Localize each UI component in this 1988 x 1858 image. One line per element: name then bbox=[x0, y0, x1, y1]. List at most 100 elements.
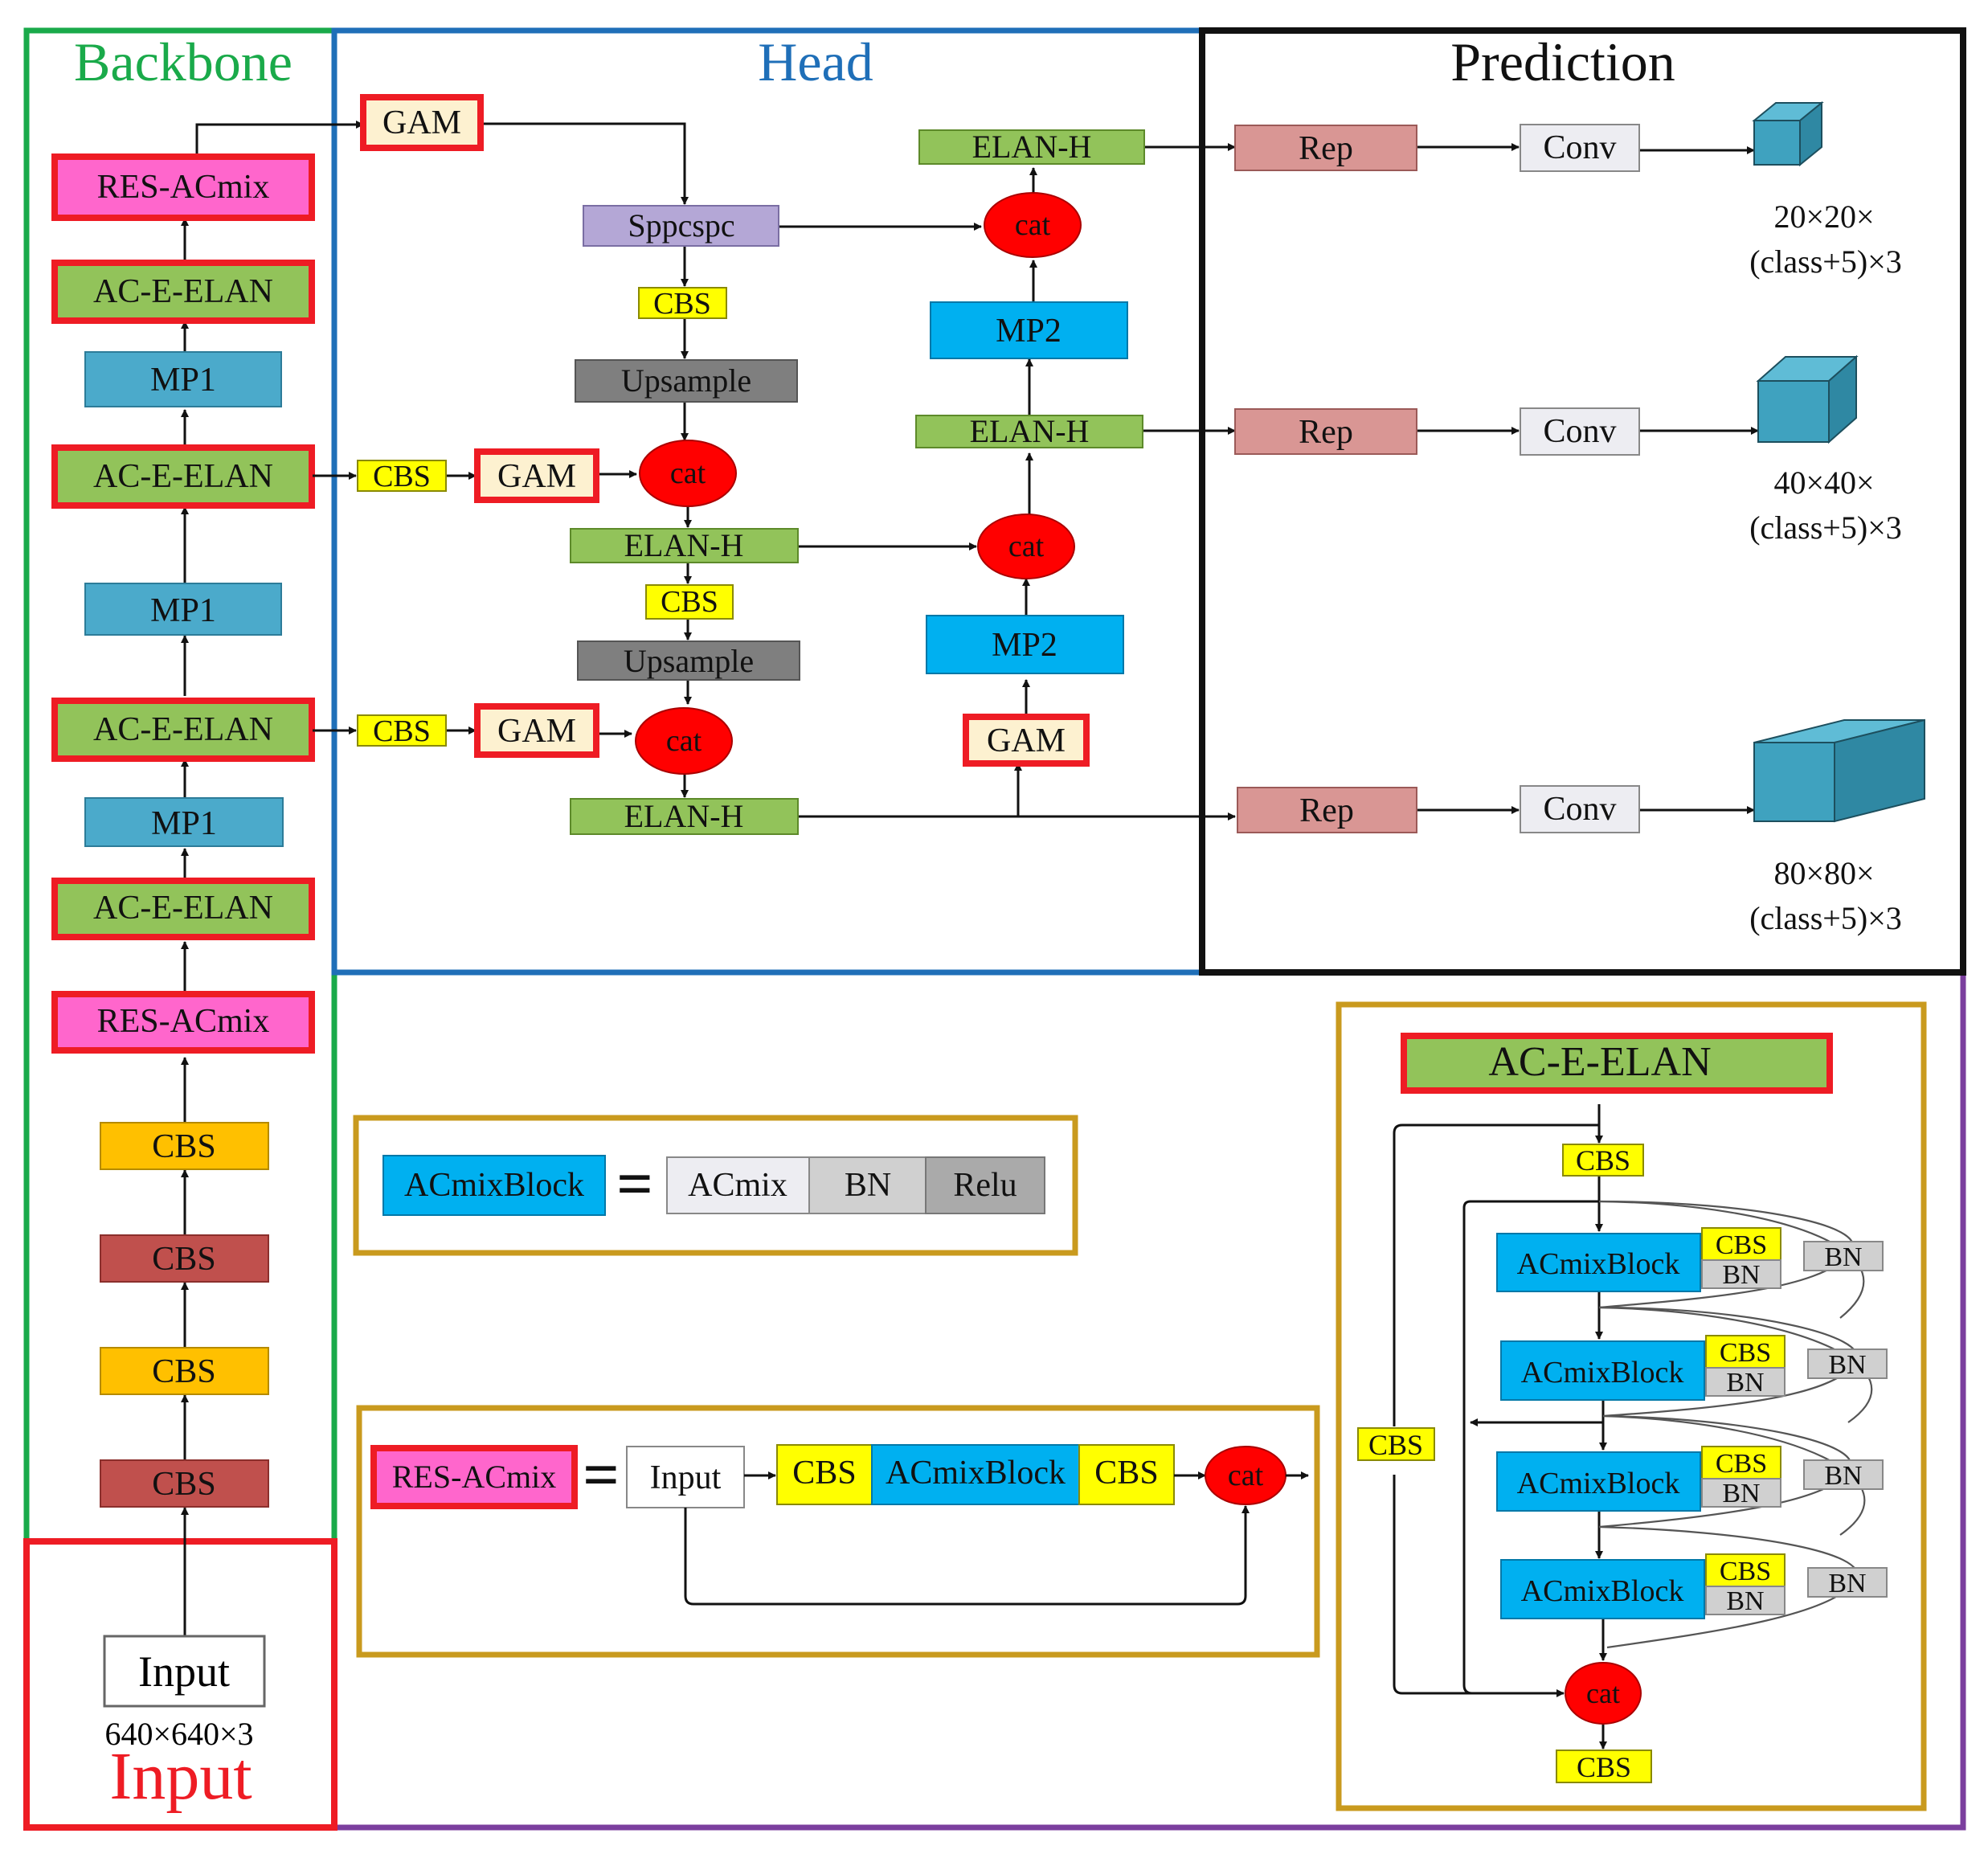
backbone-cbs-2-label: CBS bbox=[152, 1353, 215, 1390]
ac-e-elan-def-block-4-cbs bbox=[1705, 1553, 1786, 1587]
backbone-res-acmix-top bbox=[51, 153, 315, 221]
head-gam-right bbox=[963, 714, 1090, 767]
ac-e-elan-def-block-4 bbox=[1500, 1559, 1705, 1619]
head-cbs-side-2 bbox=[357, 714, 447, 747]
ac-e-elan-def-cbs-left-label: CBS bbox=[1368, 1429, 1423, 1461]
head-mp2-high bbox=[930, 301, 1128, 359]
prediction-channels-1: (class+5)×3 bbox=[1749, 244, 1902, 280]
res-acmix-def-name-label: RES-ACmix bbox=[392, 1459, 556, 1495]
head-elan-h-a bbox=[570, 528, 799, 563]
ac-e-elan-def-cat bbox=[1565, 1662, 1642, 1725]
head-cat-a-label: cat bbox=[670, 456, 706, 490]
input-frame bbox=[23, 1538, 337, 1831]
ac-e-elan-def-block-1-bn-side bbox=[1803, 1241, 1884, 1271]
head-cbs-side-1-label: CBS bbox=[373, 460, 431, 493]
backbone-ac-e-elan-1 bbox=[51, 878, 315, 940]
head-elan-h-top-label: ELAN-H bbox=[972, 129, 1092, 165]
head-elan-h-mid-label: ELAN-H bbox=[970, 413, 1090, 449]
head-cbs-side-2-label: CBS bbox=[373, 714, 431, 748]
acmix-def-acmix-label: ACmix bbox=[688, 1167, 787, 1204]
backbone-title: Backbone bbox=[74, 31, 292, 92]
ac-e-elan-def-block-2-bn-side bbox=[1807, 1348, 1888, 1379]
ac-e-elan-def-block-3-label: ACmixBlock bbox=[1517, 1467, 1680, 1500]
backbone-ac-e-elan-2 bbox=[51, 698, 315, 762]
head-gam-side-2 bbox=[474, 703, 599, 758]
acmix-def-block-label: ACmixBlock bbox=[404, 1167, 584, 1204]
acmix-def-bn-label: BN bbox=[845, 1167, 891, 1204]
backbone-cbs-1-label: CBS bbox=[152, 1466, 215, 1503]
head-sppcspc-label: Sppcspc bbox=[628, 207, 734, 244]
prediction-size-3: 80×80× bbox=[1773, 855, 1874, 891]
res-acmix-def-block-label: ACmixBlock bbox=[886, 1455, 1066, 1492]
backbone-frame bbox=[23, 27, 337, 1545]
ac-e-elan-def-cat-label: cat bbox=[1586, 1677, 1620, 1709]
head-upsample-b bbox=[577, 640, 800, 681]
acmix-def-relu bbox=[925, 1156, 1045, 1214]
ac-e-elan-def-cbs-top-label: CBS bbox=[1576, 1144, 1630, 1177]
head-mp2-low bbox=[926, 615, 1124, 674]
prediction-conv-2-label: Conv bbox=[1543, 413, 1616, 450]
res-acmix-def-cat-label: cat bbox=[1228, 1459, 1264, 1492]
res-acmix-def-input-label: Input bbox=[650, 1459, 722, 1496]
backbone-cbs-3-label: CBS bbox=[152, 1241, 215, 1278]
input-size-label: 640×640×3 bbox=[104, 1716, 253, 1752]
ac-e-elan-def-block-4-bn-side-label: BN bbox=[1828, 1569, 1866, 1598]
backbone-cbs-1 bbox=[100, 1459, 269, 1508]
ac-e-elan-def-block-1-bn bbox=[1701, 1259, 1781, 1289]
res-acmix-def-block bbox=[871, 1444, 1080, 1505]
backbone-mp1-3-label: MP1 bbox=[150, 362, 216, 399]
ac-e-elan-def-block-4-cbs-label: CBS bbox=[1720, 1557, 1771, 1586]
prediction-frame bbox=[1199, 27, 1966, 976]
ac-e-elan-def-block-3-cbs-label: CBS bbox=[1716, 1449, 1767, 1479]
res-acmix-def-equals: = bbox=[583, 1440, 620, 1511]
prediction-title: Prediction bbox=[1450, 31, 1675, 92]
ac-e-elan-definition: AC-E-ELAN CBS CBS ACmixBlock CBS BN bbox=[1336, 1001, 1927, 1811]
backbone-cbs-4 bbox=[100, 1122, 269, 1170]
res-acmix-def-input bbox=[626, 1446, 745, 1508]
prediction-rep-3-label: Rep bbox=[1299, 792, 1354, 829]
backbone-input-label: Input bbox=[138, 1647, 230, 1696]
ac-e-elan-def-block-3-bn-side-label: BN bbox=[1824, 1461, 1862, 1491]
output-tensor-80-icon bbox=[1753, 718, 1925, 823]
backbone-ac-e-elan-3-label: AC-E-ELAN bbox=[93, 458, 273, 495]
backbone-mp1-3 bbox=[84, 351, 282, 407]
backbone-column: Input 640×640×3 CBS CBS CBS CBS RES-ACmi… bbox=[51, 121, 364, 1752]
ac-e-elan-def-cbs-top bbox=[1562, 1144, 1644, 1177]
ac-e-elan-def-block-2-bn-label: BN bbox=[1726, 1368, 1764, 1398]
head-sppcspc bbox=[583, 205, 779, 247]
backbone-cbs-4-label: CBS bbox=[152, 1128, 215, 1165]
ac-e-elan-def-block-2-cbs-label: CBS bbox=[1720, 1338, 1771, 1368]
prediction-rep-2-label: Rep bbox=[1299, 414, 1353, 451]
prediction-conv-2 bbox=[1520, 407, 1640, 456]
head-gam-top bbox=[360, 94, 484, 151]
ac-e-elan-def-block-1-bn-label: BN bbox=[1722, 1260, 1760, 1290]
head-elan-h-mid bbox=[915, 415, 1143, 448]
head-gam-side-2-label: GAM bbox=[497, 713, 576, 750]
ac-e-elan-def-block-4-bn bbox=[1705, 1586, 1786, 1615]
backbone-ac-e-elan-3 bbox=[51, 444, 315, 509]
acmix-block-definition: ACmixBlock = ACmix BN Relu bbox=[353, 1115, 1078, 1256]
prediction-size-1: 20×20× bbox=[1773, 198, 1874, 235]
res-acmix-def-frame bbox=[356, 1405, 1320, 1658]
backbone-cbs-2 bbox=[100, 1347, 269, 1395]
acmix-def-equals: = bbox=[616, 1149, 653, 1220]
input-section-title: Input bbox=[109, 1739, 252, 1814]
ac-e-elan-def-cbs-bottom-label: CBS bbox=[1577, 1751, 1631, 1783]
backbone-res-acmix-low-label: RES-ACmix bbox=[97, 1003, 270, 1040]
prediction-channels-3: (class+5)×3 bbox=[1749, 900, 1902, 936]
ac-e-elan-def-block-1 bbox=[1496, 1233, 1701, 1292]
head-gam-top-label: GAM bbox=[382, 104, 461, 141]
acmix-def-frame bbox=[353, 1115, 1078, 1256]
head-elan-h-b-label: ELAN-H bbox=[624, 798, 744, 834]
prediction-rep-3 bbox=[1237, 787, 1417, 833]
head-cbs-b bbox=[645, 584, 734, 620]
ac-e-elan-def-block-1-bn-side-label: BN bbox=[1824, 1242, 1862, 1272]
backbone-mp1-1 bbox=[84, 797, 284, 847]
prediction-rows: Rep Conv 20×20× (class+5)×3 Rep Conv 40×… bbox=[1234, 100, 1925, 936]
head-cat-d-label: cat bbox=[1015, 208, 1051, 242]
acmix-def-block bbox=[382, 1155, 606, 1216]
head-gam-side-1 bbox=[474, 448, 599, 503]
ac-e-elan-def-block-1-label: ACmixBlock bbox=[1517, 1247, 1680, 1281]
ac-e-elan-def-block-4-bn-side bbox=[1807, 1567, 1888, 1598]
backbone-ac-e-elan-1-label: AC-E-ELAN bbox=[93, 890, 273, 927]
